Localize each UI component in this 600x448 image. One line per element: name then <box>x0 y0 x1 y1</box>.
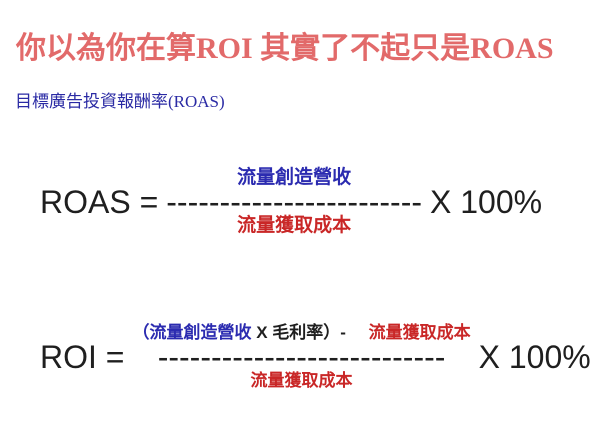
page-title: 你以為你在算ROI 其實了不起只是ROAS <box>16 32 554 65</box>
roas-numerator: 流量創造營收 <box>237 167 352 188</box>
roi-fraction: （流量創造營收 X 毛利率）- 流量獲取成本 -----------------… <box>132 322 470 392</box>
roi-fraction-bar: --------------------------- <box>157 339 446 375</box>
roas-formula: ROAS = 流量創造營收 ------------------------ 流… <box>40 167 542 237</box>
roi-multiplier: X 100% <box>478 338 591 375</box>
roi-formula: ROI = （流量創造營收 X 毛利率）- 流量獲取成本 -----------… <box>40 322 591 392</box>
roi-numerator-margin: X 毛利率）- <box>251 323 351 342</box>
roas-denominator: 流量獲取成本 <box>237 215 352 236</box>
roas-fraction-bar: ------------------------ <box>166 184 423 220</box>
roi-numerator: （流量創造營收 X 毛利率）- 流量獲取成本 <box>132 322 470 344</box>
subtitle-roas-link[interactable]: 目標廣告投資報酬率(ROAS) <box>15 92 225 111</box>
roi-denominator: 流量獲取成本 <box>250 371 353 390</box>
roas-multiplier: X 100% <box>430 183 543 220</box>
roas-fraction: 流量創造營收 ------------------------ 流量獲取成本 <box>166 167 422 237</box>
roi-lhs: ROI = <box>40 338 125 375</box>
roas-lhs: ROAS = <box>40 183 159 220</box>
roi-numerator-revenue: （流量創造營收 <box>132 323 252 342</box>
roi-numerator-cost: 流量獲取成本 <box>368 323 471 342</box>
